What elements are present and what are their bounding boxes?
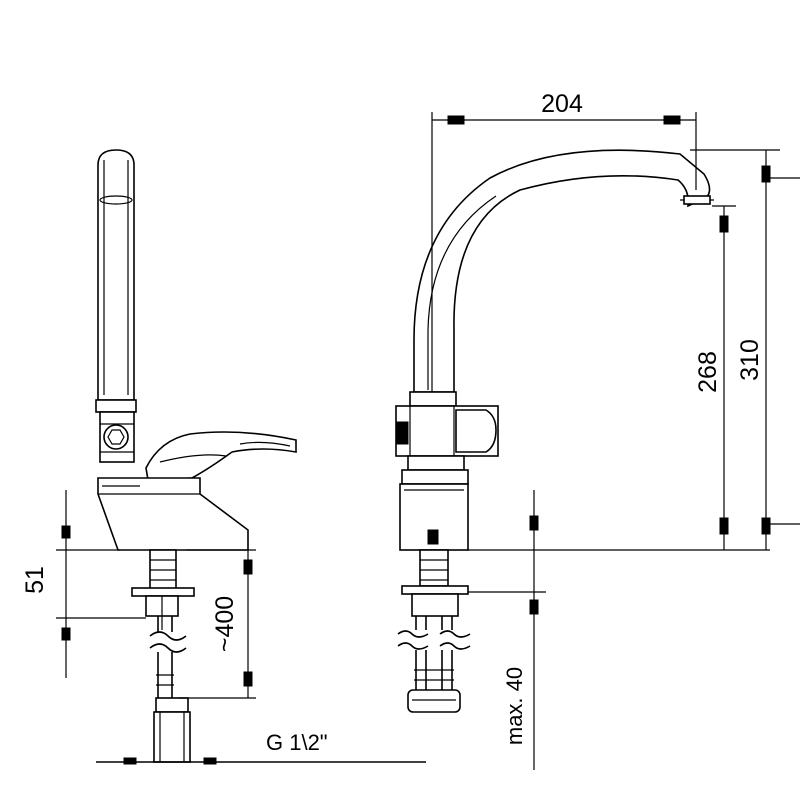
dimension-204: 204 — [431, 90, 697, 392]
front-hoses — [397, 616, 471, 713]
dimension-204-label: 204 — [541, 90, 583, 118]
dimension-310-label: 310 — [736, 339, 764, 381]
dimension-268-label: 268 — [694, 351, 722, 393]
dimension-51-label: 51 — [21, 566, 49, 594]
dimension-51: 51 — [21, 490, 146, 678]
front-spout — [413, 149, 714, 393]
side-connector — [153, 697, 191, 763]
front-valve-assembly — [395, 391, 499, 485]
side-view: 51 ~400 G 1\2" — [21, 149, 426, 765]
dimension-400-label: ~400 — [211, 596, 239, 652]
front-body — [399, 483, 469, 551]
front-view: 204 268 310 max. 40 — [395, 90, 800, 770]
thread-label: G 1\2" — [266, 730, 328, 755]
side-spout — [95, 149, 137, 413]
side-lever-handle — [145, 431, 297, 481]
dimension-310: 310 — [690, 149, 800, 550]
side-swivel-joint — [99, 411, 135, 463]
dimension-268: 268 — [694, 205, 736, 550]
dimension-max-40: max. 40 — [468, 490, 546, 770]
dimension-max-40-label: max. 40 — [502, 667, 527, 745]
front-mounting-stud — [401, 549, 469, 617]
side-body — [97, 477, 249, 551]
dimension-400: ~400 — [178, 549, 256, 699]
side-mounting-stud — [131, 549, 195, 630]
side-flexible-hose — [149, 616, 187, 700]
